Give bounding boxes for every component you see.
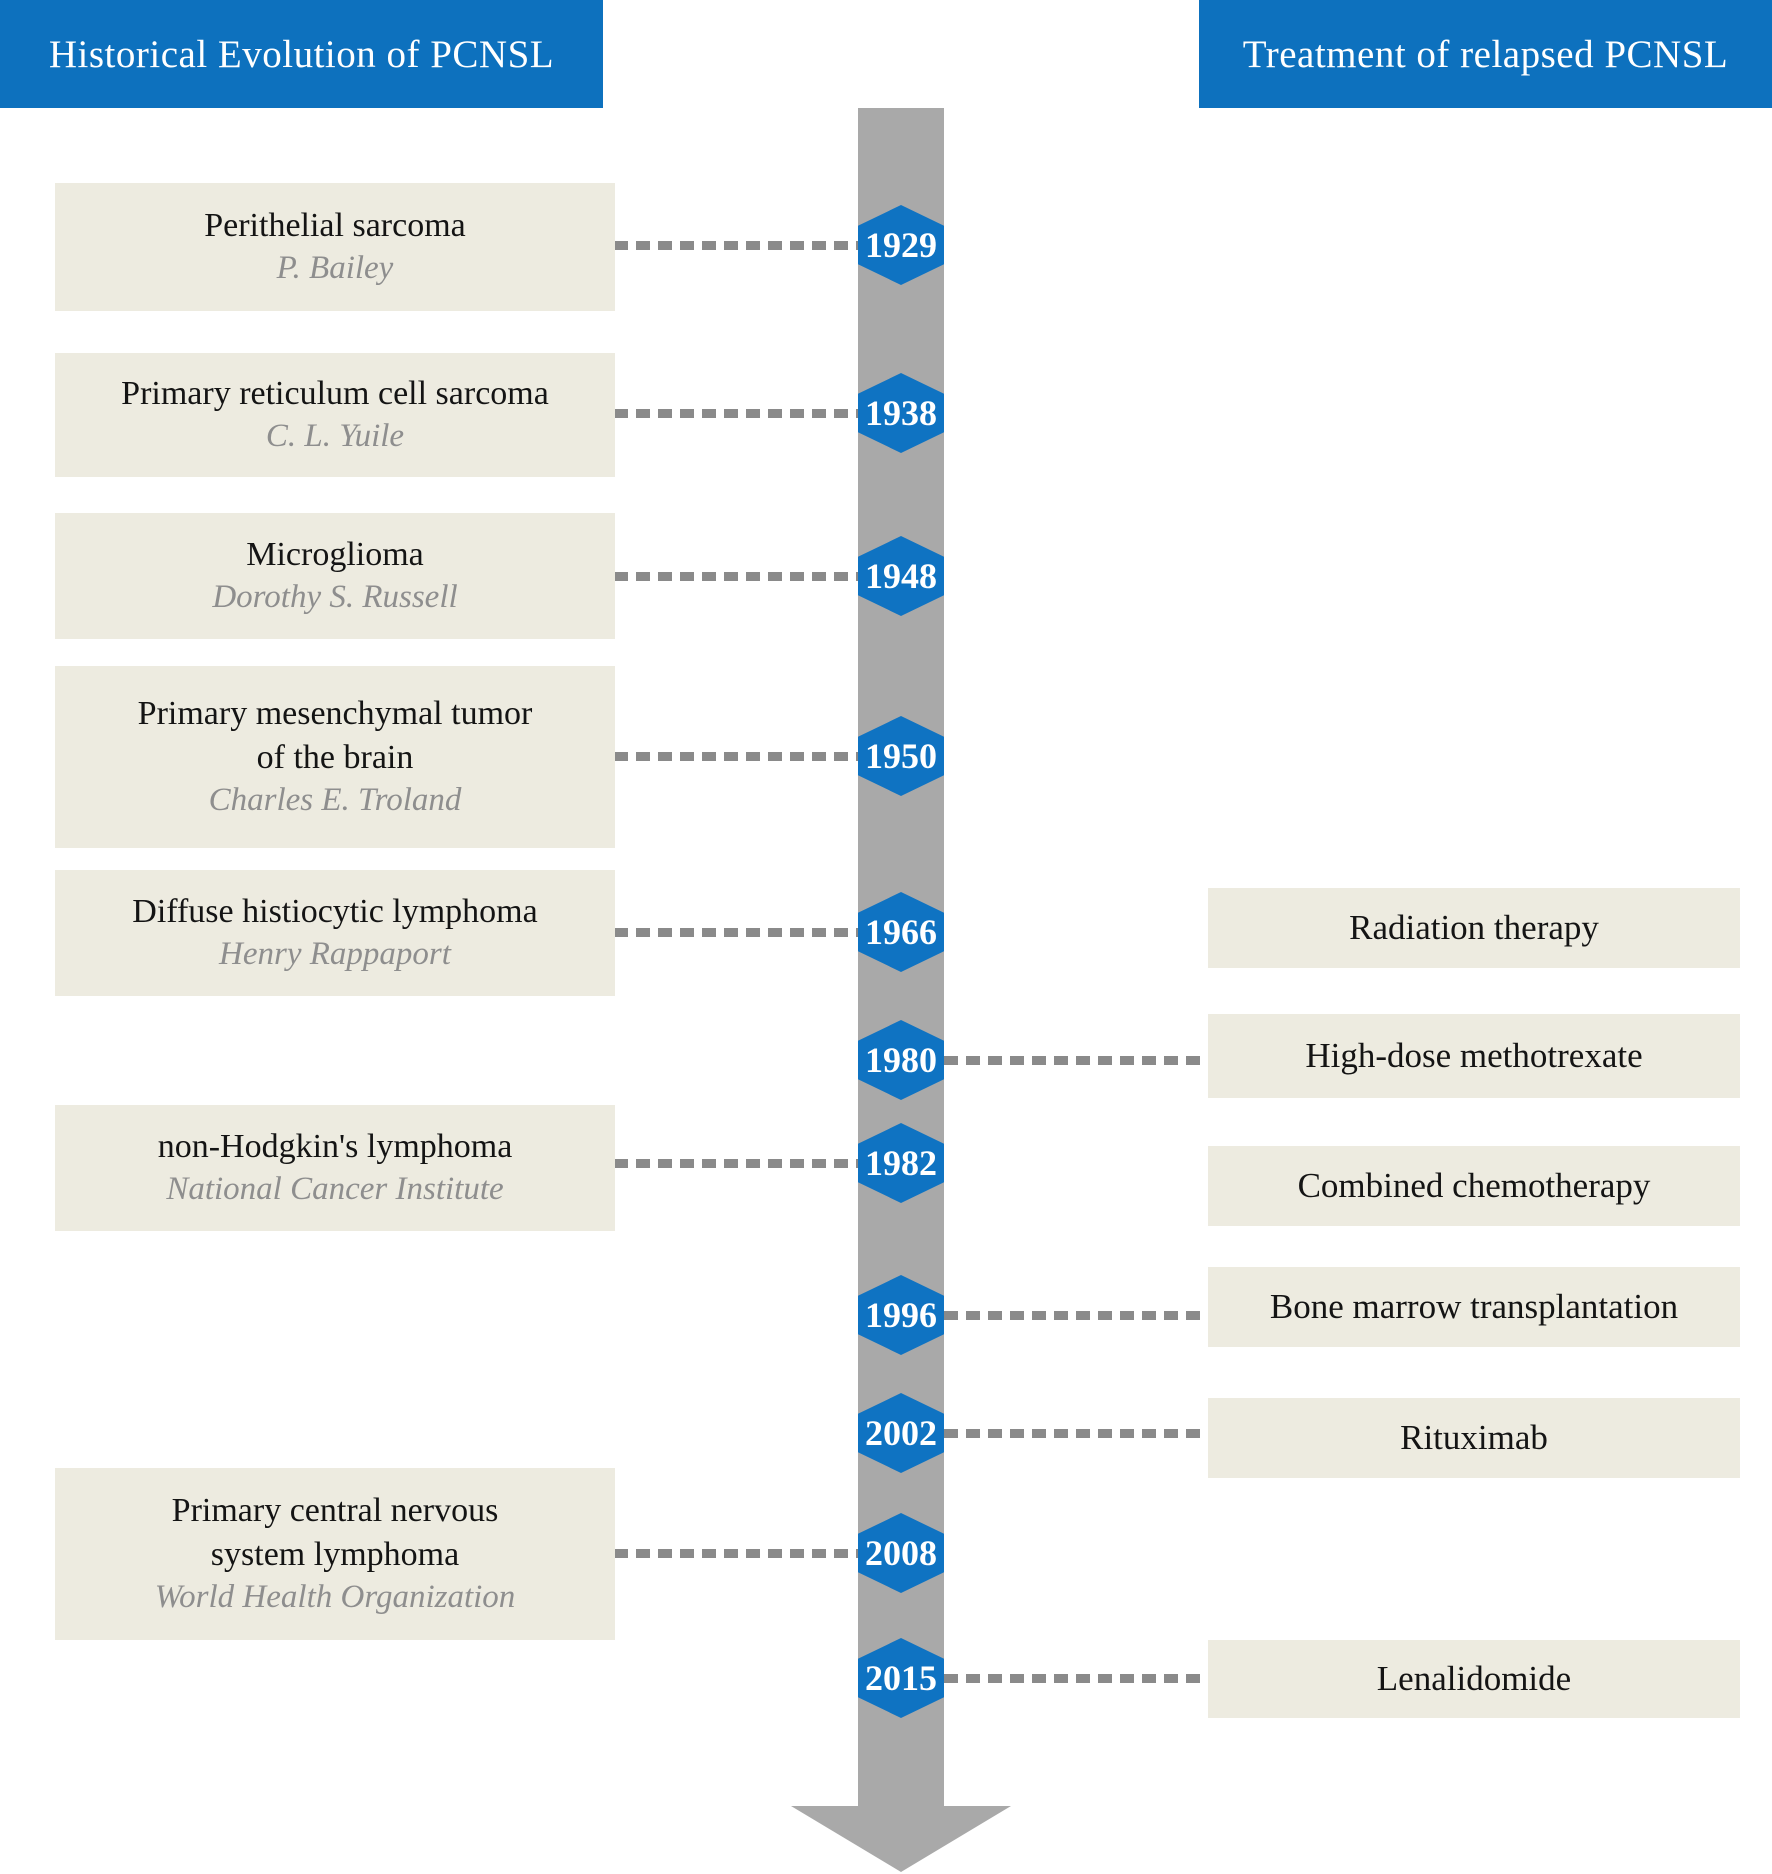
header-treatment-relapsed: Treatment of relapsed PCNSL bbox=[1199, 0, 1772, 108]
connector-1929 bbox=[614, 241, 858, 250]
event-title: Primary reticulum cell sarcoma bbox=[121, 374, 549, 412]
event-title: Perithelial sarcoma bbox=[204, 206, 466, 244]
timeline-arrowhead-icon bbox=[791, 1806, 1011, 1872]
event-title: Diffuse histiocytic lymphoma bbox=[132, 892, 538, 930]
treatment-label: Combined chemotherapy bbox=[1297, 1166, 1651, 1205]
year-label: 1938 bbox=[865, 393, 937, 433]
year-label: 2008 bbox=[865, 1533, 937, 1573]
event-title: Primary mesenchymal tumor of the brain bbox=[137, 695, 533, 776]
treatment-box-radiation-therapy: Radiation therapy bbox=[1208, 888, 1740, 968]
connector-2015 bbox=[944, 1674, 1208, 1683]
year-label: 2002 bbox=[865, 1413, 937, 1453]
event-box-1938: Primary reticulum cell sarcoma C. L. Yui… bbox=[55, 353, 615, 477]
connector-2002 bbox=[944, 1429, 1208, 1438]
header-historical-evolution: Historical Evolution of PCNSL bbox=[0, 0, 603, 108]
connector-1966 bbox=[614, 928, 858, 937]
event-author: Henry Rappaport bbox=[219, 936, 451, 973]
event-author: National Cancer Institute bbox=[166, 1171, 504, 1208]
event-title: Primary central nervous system lymphoma bbox=[171, 1492, 499, 1573]
connector-1996 bbox=[944, 1311, 1208, 1320]
event-author: Charles E. Troland bbox=[208, 782, 462, 819]
treatment-label: High-dose methotrexate bbox=[1305, 1036, 1643, 1075]
connector-1982 bbox=[614, 1159, 858, 1168]
event-box-1950: Primary mesenchymal tumor of the brain C… bbox=[55, 666, 615, 848]
event-author: Dorothy S. Russell bbox=[212, 579, 458, 616]
event-title: Microglioma bbox=[246, 535, 424, 573]
event-box-1948: Microglioma Dorothy S. Russell bbox=[55, 513, 615, 639]
event-box-2008: Primary central nervous system lymphoma … bbox=[55, 1468, 615, 1640]
treatment-label: Rituximab bbox=[1400, 1418, 1548, 1457]
event-author: C. L. Yuile bbox=[265, 418, 405, 455]
treatment-box-bone-marrow-transplantation: Bone marrow transplantation bbox=[1208, 1267, 1740, 1347]
treatment-label: Bone marrow transplantation bbox=[1269, 1287, 1679, 1326]
connector-1980 bbox=[944, 1056, 1208, 1065]
treatment-box-combined-chemotherapy: Combined chemotherapy bbox=[1208, 1146, 1740, 1226]
connector-1950 bbox=[614, 752, 858, 761]
treatment-label: Radiation therapy bbox=[1349, 908, 1599, 947]
year-label: 1948 bbox=[865, 556, 937, 596]
treatment-box-high-dose-methotrexate: High-dose methotrexate bbox=[1208, 1014, 1740, 1098]
treatment-label: Lenalidomide bbox=[1376, 1659, 1572, 1698]
event-box-1929: Perithelial sarcoma P. Bailey bbox=[55, 183, 615, 311]
event-title: non-Hodgkin's lymphoma bbox=[157, 1127, 513, 1165]
year-label: 1980 bbox=[865, 1040, 937, 1080]
connector-1938 bbox=[614, 409, 858, 418]
treatment-box-lenalidomide: Lenalidomide bbox=[1208, 1640, 1740, 1718]
event-box-1966: Diffuse histiocytic lymphoma Henry Rappa… bbox=[55, 870, 615, 996]
connector-2008 bbox=[614, 1549, 858, 1558]
event-author: World Health Organization bbox=[154, 1579, 516, 1616]
treatment-box-rituximab: Rituximab bbox=[1208, 1398, 1740, 1478]
event-box-1982: non-Hodgkin's lymphoma National Cancer I… bbox=[55, 1105, 615, 1231]
year-label: 1966 bbox=[865, 912, 937, 952]
connector-1948 bbox=[614, 572, 858, 581]
year-label: 1982 bbox=[865, 1143, 937, 1183]
year-label: 1996 bbox=[865, 1295, 937, 1335]
event-author: P. Bailey bbox=[276, 250, 394, 287]
year-label: 1950 bbox=[865, 736, 937, 776]
year-label: 1929 bbox=[865, 225, 937, 265]
year-label: 2015 bbox=[865, 1658, 937, 1698]
